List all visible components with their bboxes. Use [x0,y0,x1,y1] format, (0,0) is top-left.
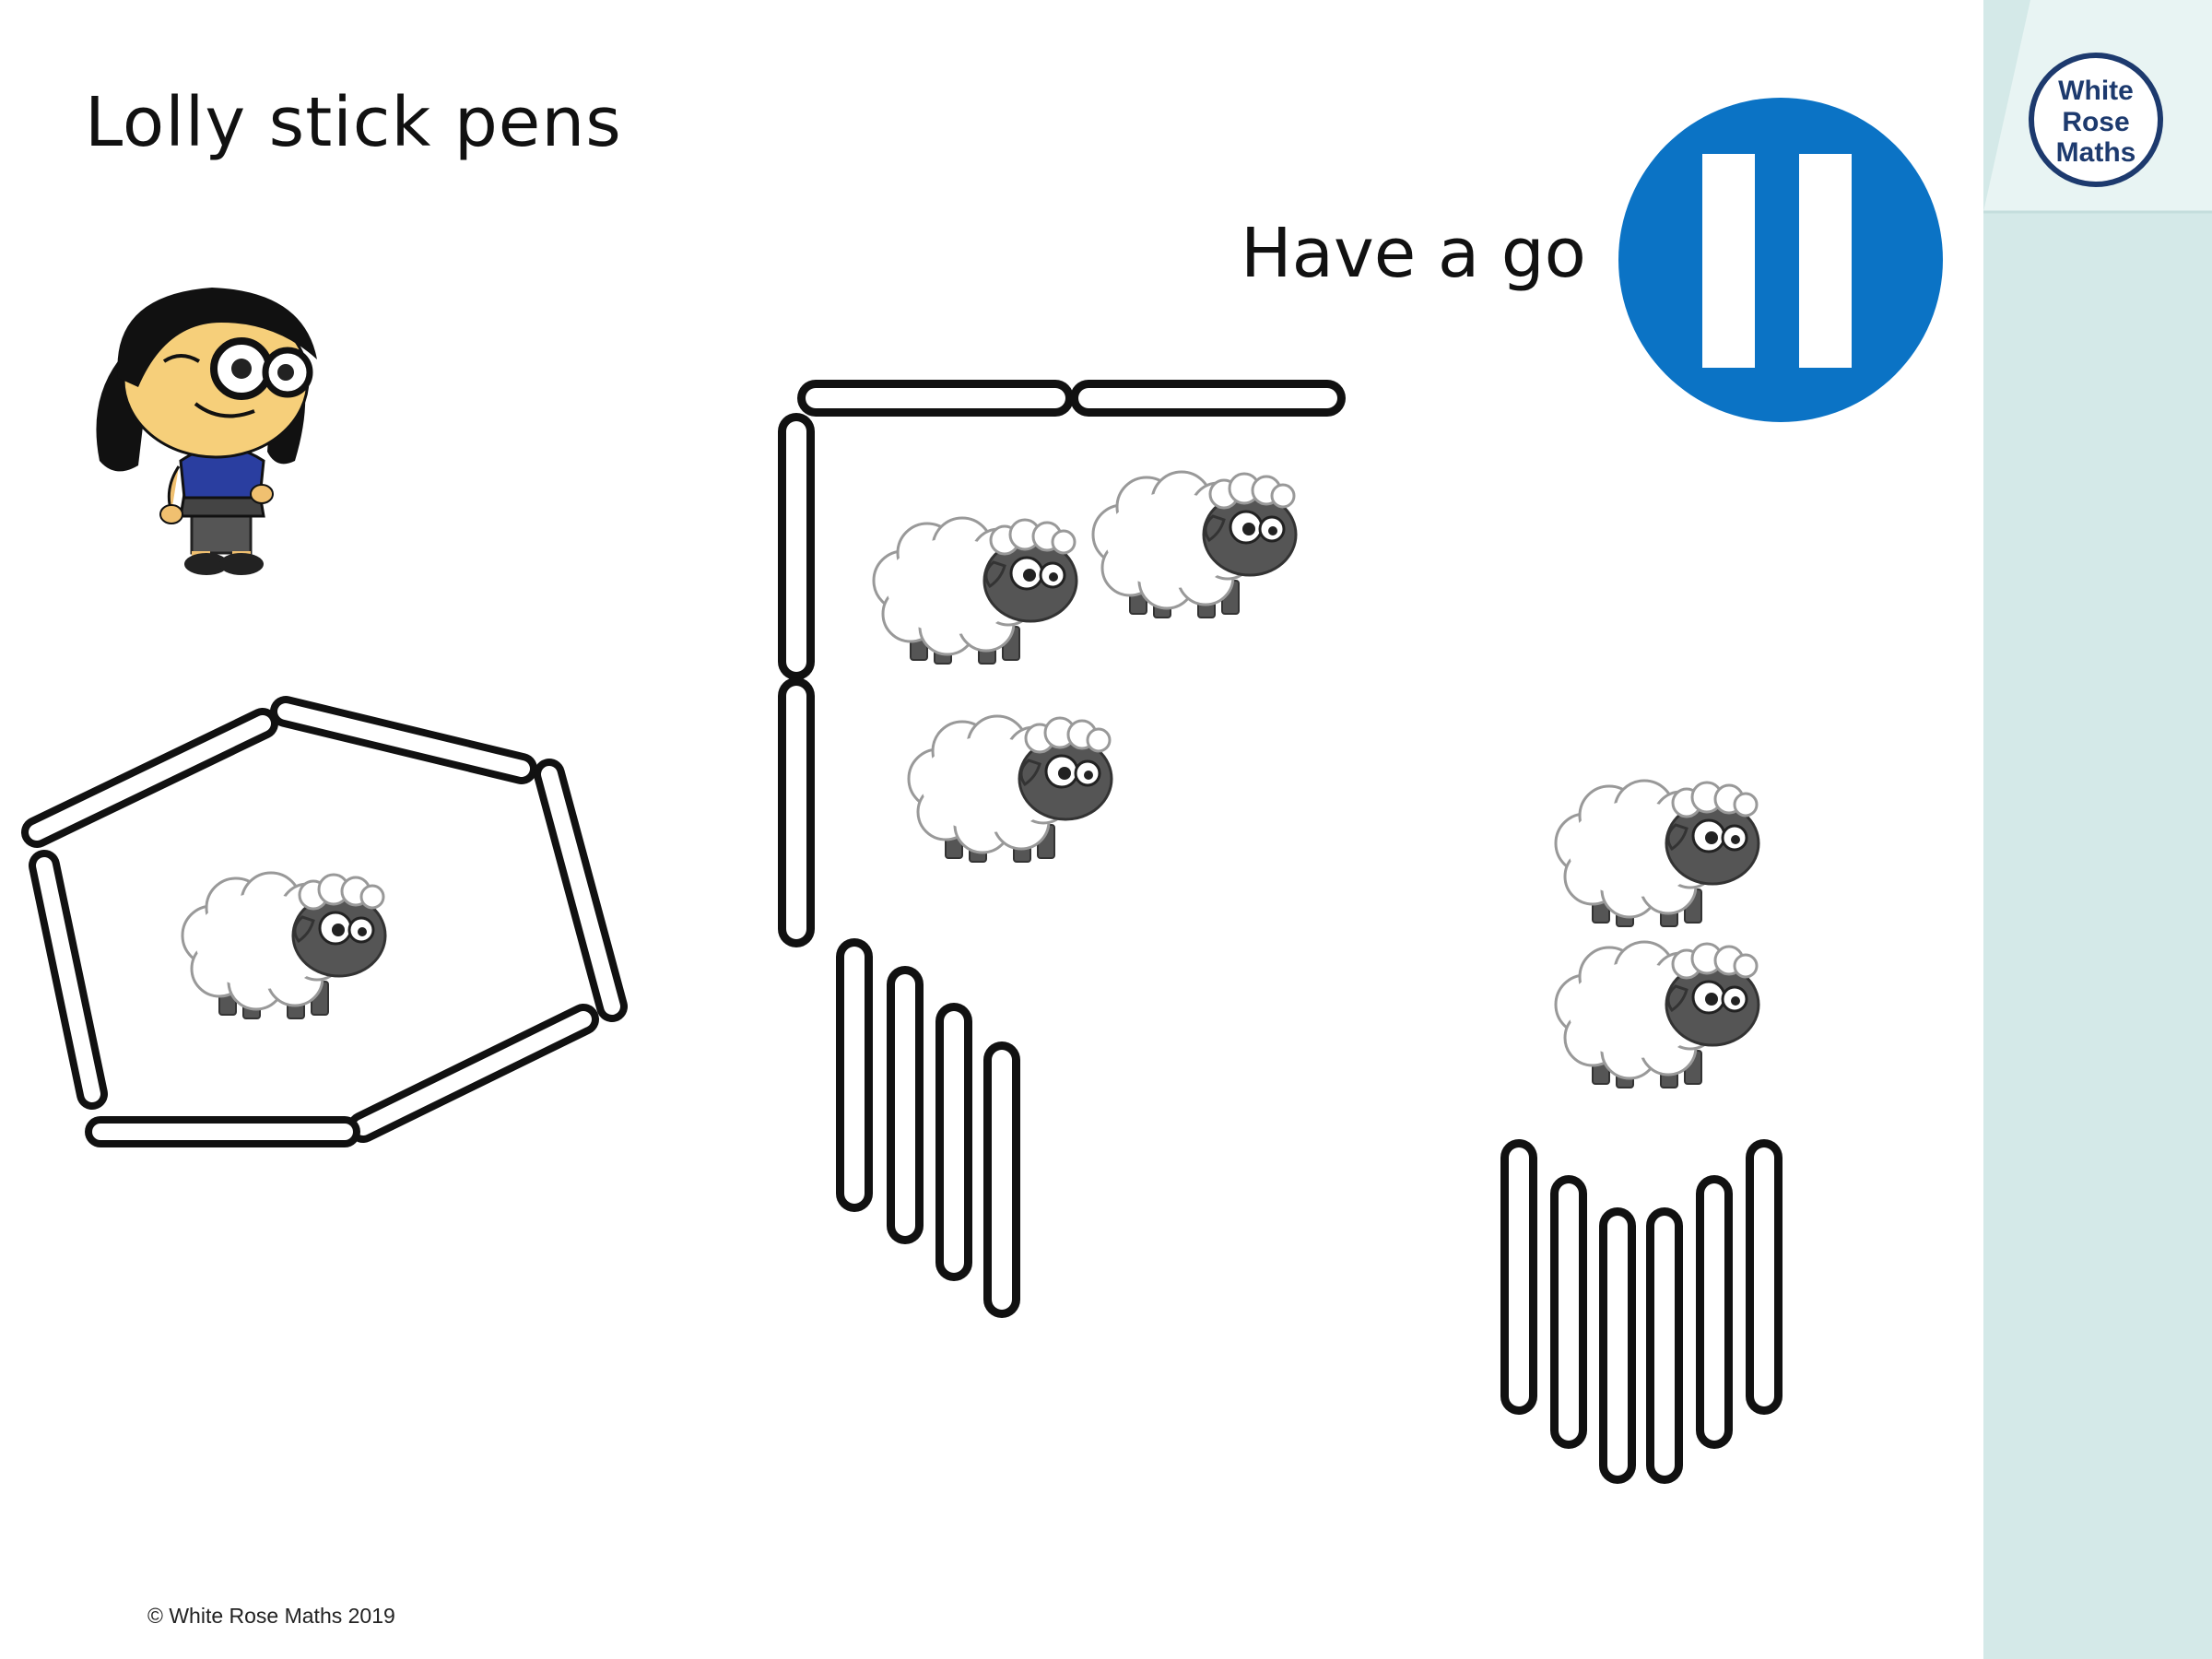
pause-icon [1702,154,1852,368]
logo-line-3: Maths [2056,137,2136,168]
slide-title: Lolly stick pens [85,83,622,162]
sheep [181,871,387,1020]
white-rose-maths-logo: White Rose Maths [2029,53,2163,187]
pause-badge-circle [1618,98,1943,422]
loose-sticks-group [1500,1139,1783,1484]
sidebar-panel [1983,0,2212,1659]
copyright-notice: © White Rose Maths 2019 [147,1604,395,1628]
sheep [1554,779,1760,928]
logo-line-1: White [2058,76,2134,106]
sheep [872,516,1078,665]
loose-sticks-group [836,938,1020,1318]
corner-stick-pen [778,380,1346,947]
girl-character [96,288,317,575]
pause-badge[interactable] [1618,98,1943,422]
sheep [1554,940,1760,1089]
logo-line-2: Rose [2062,107,2129,137]
closed-stick-pen [21,696,628,1147]
have-a-go-label: Have a go [1241,214,1586,293]
sheep [1091,470,1298,619]
sheep [907,714,1113,864]
